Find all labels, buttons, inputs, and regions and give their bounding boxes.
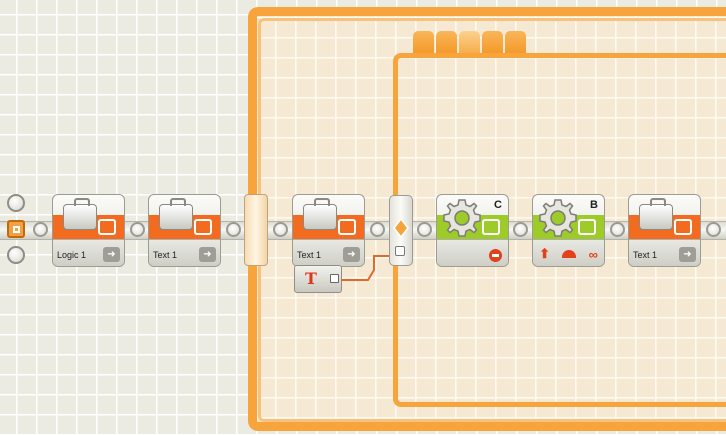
beam-connector[interactable] [706, 222, 721, 237]
briefcase-icon [639, 198, 673, 230]
beam-connector[interactable] [513, 222, 528, 237]
variable-block-text-1[interactable]: Text 1 ➜ [292, 194, 365, 267]
motor-block-c[interactable]: C [436, 194, 509, 267]
gear-icon [539, 199, 577, 237]
port-letter: B [590, 199, 598, 211]
briefcase-icon [303, 198, 337, 230]
variable-block-text-1[interactable]: Text 1 ➜ [148, 194, 221, 267]
switch-arrow-icon [393, 217, 409, 239]
switch-tab-4[interactable] [482, 31, 503, 53]
data-plug-icon [578, 219, 596, 235]
beam-connector[interactable] [610, 222, 625, 237]
write-arrow-icon[interactable]: ➜ [103, 247, 120, 262]
text-block-icon: T [305, 269, 317, 288]
beam-connector[interactable] [273, 222, 288, 237]
data-plug-icon [338, 219, 356, 235]
loop-left-port[interactable] [244, 194, 268, 266]
power-dial-icon [562, 250, 577, 258]
variable-block-logic-1[interactable]: Logic 1 ➜ [52, 194, 125, 267]
data-plug-icon [482, 219, 500, 235]
motor-footer-icons [437, 249, 508, 262]
data-plug-icon [194, 219, 212, 235]
briefcase-icon [159, 198, 193, 230]
switch-block-port[interactable] [389, 195, 413, 266]
start-point [4, 194, 28, 266]
switch-tab-5[interactable] [505, 31, 526, 53]
block-label: Logic 1 [57, 250, 87, 260]
text-block[interactable]: T [294, 265, 342, 293]
switch-tab-3[interactable] [459, 31, 480, 53]
data-plug-icon [674, 219, 692, 235]
switch-tabs [413, 31, 526, 53]
motor-block-b[interactable]: B ⬆ ∞ [532, 194, 605, 267]
unlimited-duration-icon: ∞ [588, 246, 598, 262]
block-label: Text 1 [153, 250, 178, 260]
briefcase-icon [63, 198, 97, 230]
stop-icon [489, 249, 502, 262]
beam-connector[interactable] [33, 222, 48, 237]
beam-connector[interactable] [370, 222, 385, 237]
motor-footer-icons: ⬆ ∞ [533, 246, 604, 262]
read-arrow-icon[interactable]: ➜ [199, 247, 216, 262]
start-connector-top[interactable] [7, 194, 25, 212]
block-label: Text 1 [633, 250, 658, 260]
write-arrow-icon[interactable]: ➜ [343, 247, 360, 262]
beam-connector[interactable] [226, 222, 241, 237]
block-label: Text 1 [297, 250, 322, 260]
read-arrow-icon[interactable]: ➜ [679, 247, 696, 262]
beam-connector[interactable] [130, 222, 145, 237]
variable-block-text-1[interactable]: Text 1 ➜ [628, 194, 701, 267]
direction-up-icon: ⬆ [539, 246, 551, 261]
beam-connector[interactable] [417, 222, 432, 237]
switch-tab-1[interactable] [413, 31, 434, 53]
switch-data-port[interactable] [395, 246, 405, 256]
switch-tab-2[interactable] [436, 31, 457, 53]
data-output-port[interactable] [330, 274, 339, 283]
start-connector-bottom[interactable] [7, 246, 25, 264]
gear-icon [443, 199, 481, 237]
data-plug-icon [98, 219, 116, 235]
port-letter: C [494, 199, 502, 211]
start-square-icon[interactable] [7, 220, 25, 238]
